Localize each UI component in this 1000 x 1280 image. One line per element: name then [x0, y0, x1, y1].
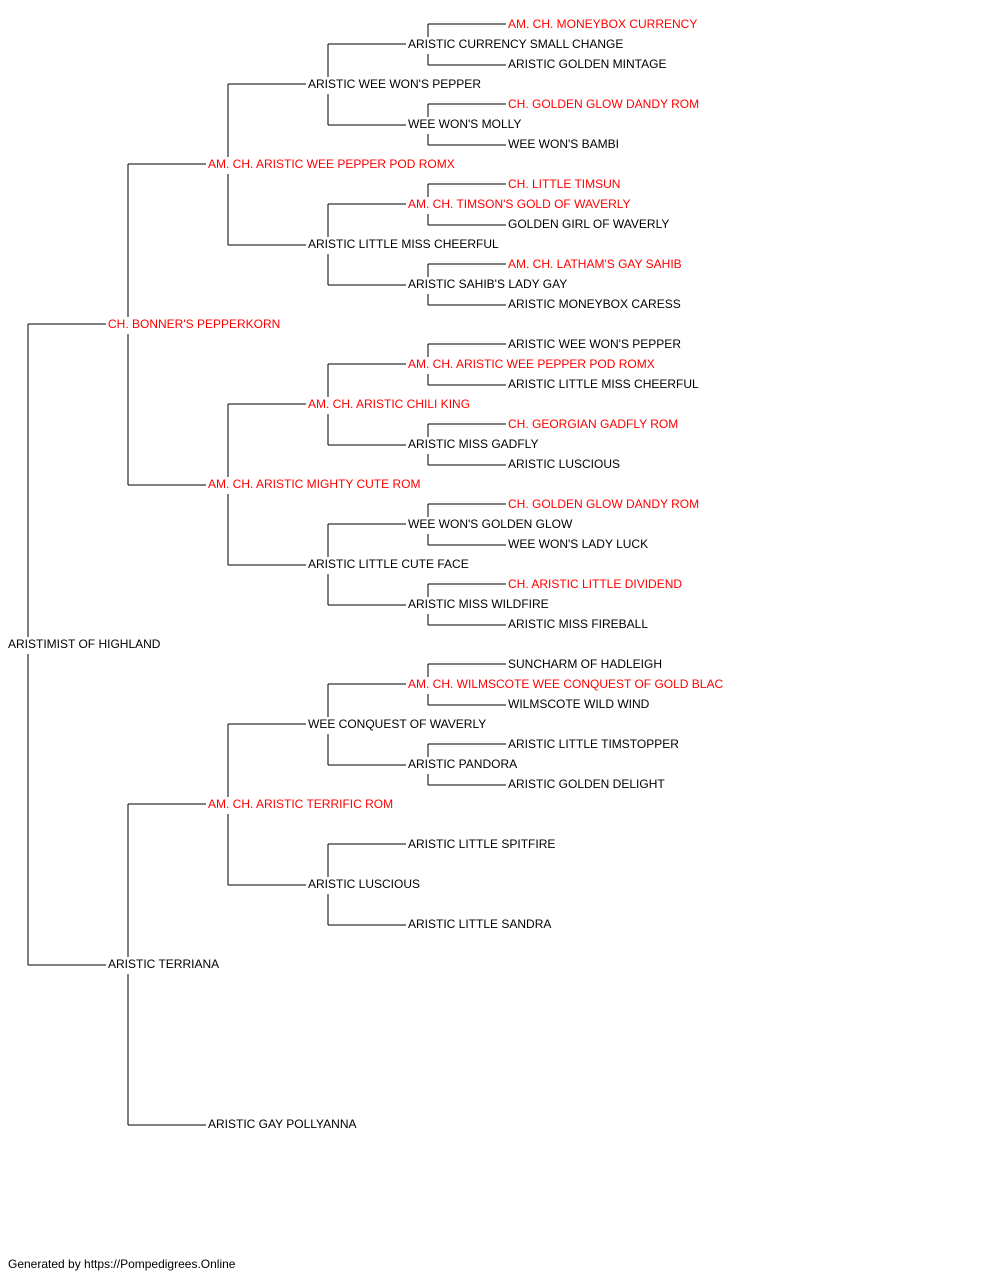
ancestor-name: ARISTIC LITTLE MISS CHEERFUL — [508, 377, 701, 391]
ancestor-name: ARISTIC WEE WON'S PEPPER — [308, 77, 483, 91]
ancestor-name: ARISTIC GOLDEN MINTAGE — [508, 57, 669, 71]
ancestor-name: GOLDEN GIRL OF WAVERLY — [508, 217, 672, 231]
ancestor-name: AM. CH. ARISTIC CHILI KING — [308, 397, 473, 411]
subject-dog-name: ARISTIMIST OF HIGHLAND — [8, 637, 163, 651]
ancestor-name: ARISTIC TERRIANA — [108, 957, 222, 971]
ancestor-name: CH. ARISTIC LITTLE DIVIDEND — [508, 577, 685, 591]
ancestor-name: WEE WON'S BAMBI — [508, 137, 621, 151]
ancestor-name: ARISTIC MISS GADFLY — [408, 437, 541, 451]
ancestor-name: ARISTIC LITTLE TIMSTOPPER — [508, 737, 681, 751]
ancestor-name: ARISTIC MISS FIREBALL — [508, 617, 651, 631]
ancestor-name: ARISTIC MISS WILDFIRE — [408, 597, 551, 611]
ancestor-name: AM. CH. LATHAM'S GAY SAHIB — [508, 257, 684, 271]
ancestor-name: ARISTIC LITTLE CUTE FACE — [308, 557, 471, 571]
ancestor-name: AM. CH. TIMSON'S GOLD OF WAVERLY — [408, 197, 633, 211]
ancestor-name: CH. GOLDEN GLOW DANDY ROM — [508, 497, 702, 511]
ancestor-name: CH. BONNER'S PEPPERKORN — [108, 317, 283, 331]
ancestor-name: WEE WON'S MOLLY — [408, 117, 524, 131]
ancestor-name: AM. CH. ARISTIC TERRIFIC ROM — [208, 797, 396, 811]
ancestor-name: ARISTIC MONEYBOX CARESS — [508, 297, 683, 311]
ancestor-name: ARISTIC LITTLE SPITFIRE — [408, 837, 558, 851]
ancestor-name: ARISTIC GOLDEN DELIGHT — [508, 777, 667, 791]
ancestor-name: AM. CH. WILMSCOTE WEE CONQUEST OF GOLD B… — [408, 677, 726, 691]
footer-credit: Generated by https://Pompedigrees.Online — [8, 1257, 236, 1271]
ancestor-name: CH. GEORGIAN GADFLY ROM — [508, 417, 681, 431]
ancestor-name: AM. CH. ARISTIC MIGHTY CUTE ROM — [208, 477, 423, 491]
ancestor-name: SUNCHARM OF HADLEIGH — [508, 657, 665, 671]
ancestor-name: AM. CH. ARISTIC WEE PEPPER POD ROMX — [208, 157, 457, 171]
ancestor-name: ARISTIC LUSCIOUS — [308, 877, 423, 891]
ancestor-name: CH. LITTLE TIMSUN — [508, 177, 623, 191]
ancestor-name: ARISTIC LITTLE MISS CHEERFUL — [308, 237, 501, 251]
ancestor-name: WEE CONQUEST OF WAVERLY — [308, 717, 489, 731]
ancestor-name: WILMSCOTE WILD WIND — [508, 697, 652, 711]
ancestor-name: CH. GOLDEN GLOW DANDY ROM — [508, 97, 702, 111]
ancestor-name: ARISTIC SAHIB'S LADY GAY — [408, 277, 570, 291]
ancestor-name: ARISTIC PANDORA — [408, 757, 520, 771]
ancestor-name: AM. CH. ARISTIC WEE PEPPER POD ROMX — [408, 357, 657, 371]
ancestor-name: ARISTIC LUSCIOUS — [508, 457, 623, 471]
ancestor-name: WEE WON'S GOLDEN GLOW — [408, 517, 575, 531]
ancestor-name: ARISTIC WEE WON'S PEPPER — [508, 337, 683, 351]
ancestor-name: ARISTIC GAY POLLYANNA — [208, 1117, 359, 1131]
ancestor-name: ARISTIC LITTLE SANDRA — [408, 917, 554, 931]
ancestor-name: AM. CH. MONEYBOX CURRENCY — [508, 17, 700, 31]
ancestor-name: ARISTIC CURRENCY SMALL CHANGE — [408, 37, 626, 51]
ancestor-name: WEE WON'S LADY LUCK — [508, 537, 651, 551]
